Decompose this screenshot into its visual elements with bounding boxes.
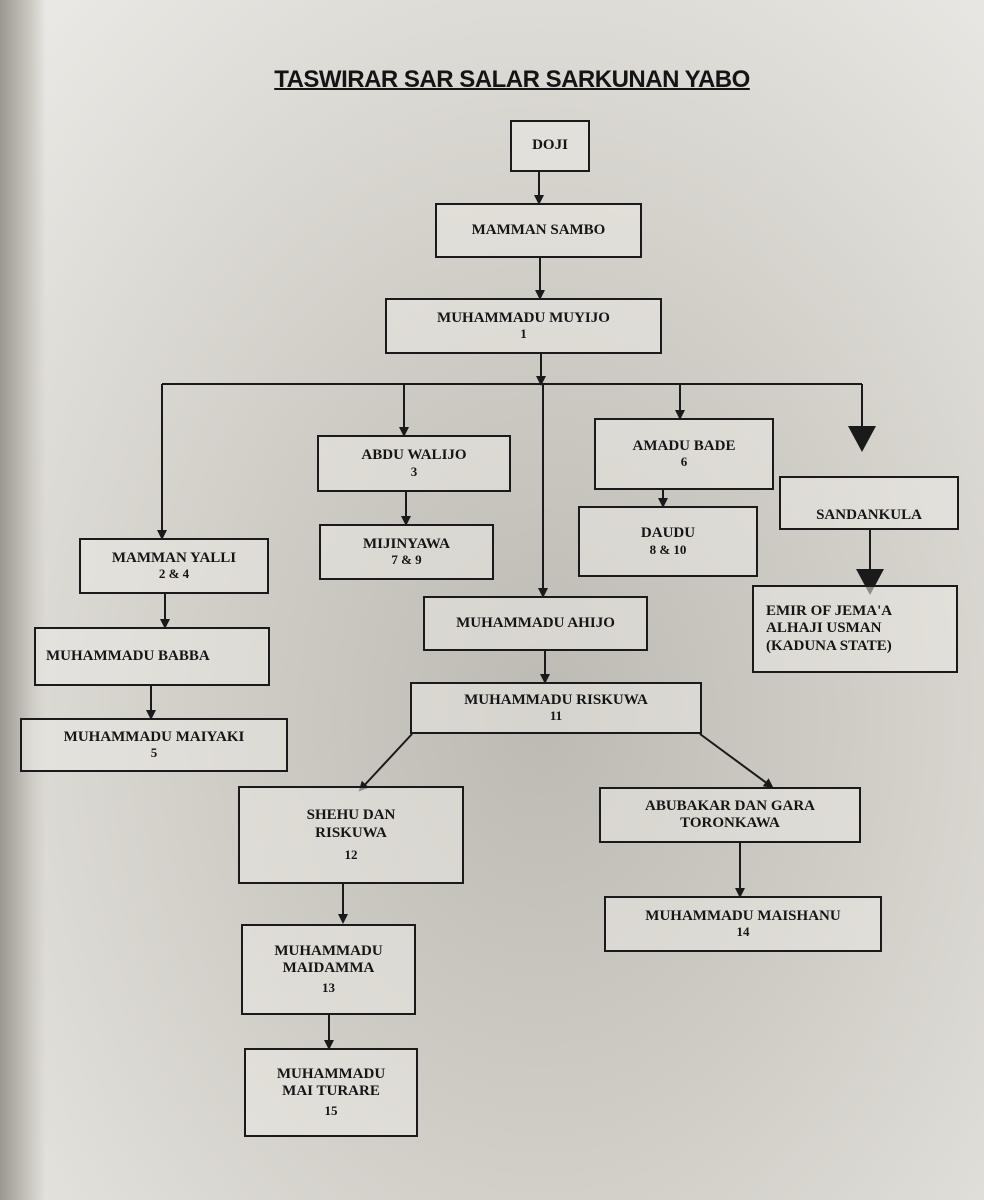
node-number: 5 [150, 745, 158, 761]
node-daudu: DAUDU 8 & 10 [578, 506, 758, 577]
node-name: MUHAMMADU MAISHANU [645, 907, 841, 924]
node-line: (KADUNA STATE) [766, 637, 892, 654]
node-mijinyawa: MIJINYAWA 7 & 9 [319, 524, 494, 580]
node-number: 15 [324, 1103, 338, 1119]
node-line: MUHAMMADU [276, 1065, 386, 1082]
page-edge-shadow [0, 0, 46, 1200]
node-muhammadu-maiyaki: MUHAMMADU MAIYAKI 5 [20, 718, 288, 772]
node-number: 8 & 10 [649, 541, 687, 557]
node-abdu-walijo: ABDU WALIJO 3 [317, 435, 511, 492]
node-name: DOJI [532, 137, 568, 154]
node-muhammadu-mai-turare: MUHAMMADU MAI TURARE 15 [244, 1048, 418, 1137]
node-name: MUHAMMADU MUYIJO [437, 309, 610, 326]
node-muhammadu-ahijo: MUHAMMADU AHIJO [423, 596, 648, 651]
node-emir-of-jemaa: EMIR OF JEMA'A ALHAJI USMAN (KADUNA STAT… [752, 585, 958, 673]
node-name: MAMMAN SAMBO [471, 221, 606, 238]
node-mamman-yalli: MAMMAN YALLI 2 & 4 [79, 538, 269, 594]
node-doji: DOJI [510, 120, 590, 172]
node-amadu-bade: AMADU BADE 6 [594, 418, 774, 490]
node-line: SHEHU DAN [306, 807, 396, 824]
node-line: ALHAJI USMAN [766, 620, 882, 637]
node-name: MUHAMMADU AHIJO [456, 614, 615, 631]
node-line: MAI TURARE [282, 1083, 380, 1100]
node-line: MUHAMMADU [274, 942, 383, 959]
node-mamman-sambo: MAMMAN SAMBO [435, 203, 642, 258]
node-line: TORONKAWA [680, 815, 780, 831]
edge-riskuwa-abubakar [699, 733, 774, 789]
node-number: 12 [344, 846, 358, 862]
node-number: 14 [736, 924, 750, 940]
node-name: MUHAMMADU BABBA [46, 647, 210, 664]
node-shehu-dan-riskuwa: SHEHU DAN RISKUWA 12 [238, 786, 464, 884]
page-title: TASWIRAR SAR SALAR SARKUNAN YABO [274, 66, 750, 93]
node-line: ABUBAKAR DAN GARA [644, 797, 815, 814]
node-number: 7 & 9 [391, 552, 422, 568]
node-line: EMIR OF JEMA'A [766, 603, 893, 620]
node-number: 6 [680, 454, 688, 470]
node-number: 11 [549, 708, 563, 724]
node-name: MIJINYAWA [363, 535, 450, 552]
node-name: AMADU BADE [632, 437, 736, 454]
node-number: 13 [322, 980, 335, 996]
node-name: DAUDU [640, 525, 696, 542]
node-number: 2 & 4 [158, 566, 190, 582]
node-muhammadu-maishanu: MUHAMMADU MAISHANU 14 [604, 896, 882, 952]
node-name: ABDU WALIJO [361, 447, 467, 464]
node-number: 1 [520, 326, 527, 342]
node-muhammadu-maidamma: MUHAMMADU MAIDAMMA 13 [241, 924, 416, 1015]
edge-riskuwa-shehu [358, 733, 413, 792]
node-muhammadu-muyijo: MUHAMMADU MUYIJO 1 [385, 298, 662, 354]
node-name: MAMMAN YALLI [111, 549, 237, 566]
node-name: MUHAMMADU RISKUWA [464, 691, 648, 708]
node-sandankula: SANDANKULA [779, 476, 959, 530]
node-abubakar-dan-gara: ABUBAKAR DAN GARA TORONKAWA [599, 787, 861, 843]
node-muhammadu-riskuwa: MUHAMMADU RISKUWA 11 [410, 682, 702, 734]
node-name: SANDANKULA [816, 506, 922, 523]
node-number: 3 [410, 463, 418, 479]
node-line: RISKUWA [315, 824, 387, 841]
node-name: MUHAMMADU MAIYAKI [63, 728, 245, 745]
node-muhammadu-babba: MUHAMMADU BABBA [34, 627, 270, 686]
node-line: MAIDAMMA [282, 960, 375, 977]
